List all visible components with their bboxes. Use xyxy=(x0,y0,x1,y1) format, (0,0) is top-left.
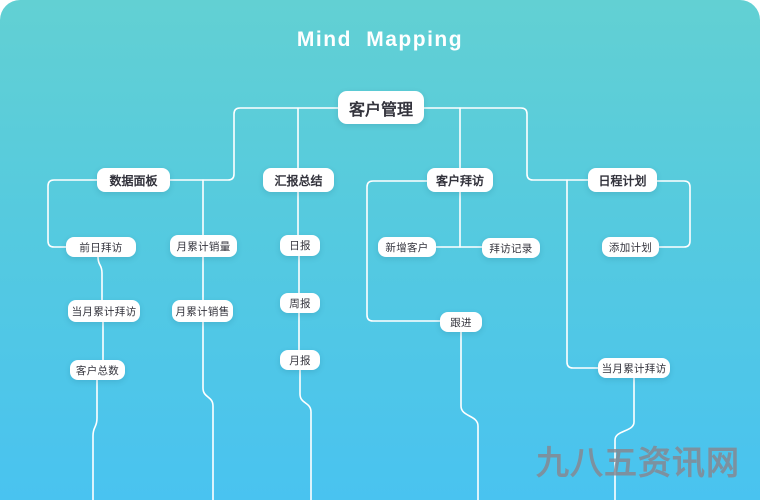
node-monthly-report[interactable]: 月报 xyxy=(280,350,320,370)
branch-data-panel[interactable]: 数据面板 xyxy=(97,168,170,192)
node-daily-report[interactable]: 日报 xyxy=(280,235,320,256)
node-visit-records[interactable]: 拜访记录 xyxy=(482,238,540,258)
node-follow-up[interactable]: 跟进 xyxy=(440,312,482,332)
branch-schedule-plan[interactable]: 日程计划 xyxy=(588,168,657,192)
node-monthly-sales[interactable]: 月累计销售 xyxy=(172,300,233,322)
node-customer-total[interactable]: 客户总数 xyxy=(70,360,125,380)
node-month-cumulative-visits-right[interactable]: 当月累计拜访 xyxy=(598,358,670,378)
node-month-cumulative-visits[interactable]: 当月累计拜访 xyxy=(68,300,140,322)
branch-report-summary[interactable]: 汇报总结 xyxy=(263,168,334,192)
node-add-plan[interactable]: 添加计划 xyxy=(602,237,659,257)
root-node-customer-management[interactable]: 客户管理 xyxy=(338,91,424,124)
node-weekly-report[interactable]: 周报 xyxy=(280,293,320,313)
node-monthly-sales-volume[interactable]: 月累计销量 xyxy=(170,235,237,257)
watermark: 九八五资讯网 xyxy=(536,444,740,481)
page-title: Mind Mapping xyxy=(296,28,464,51)
node-new-customer[interactable]: 新增客户 xyxy=(378,237,436,257)
node-yesterday-visits[interactable]: 前日拜访 xyxy=(66,237,136,257)
branch-customer-visit[interactable]: 客户拜访 xyxy=(427,168,493,192)
